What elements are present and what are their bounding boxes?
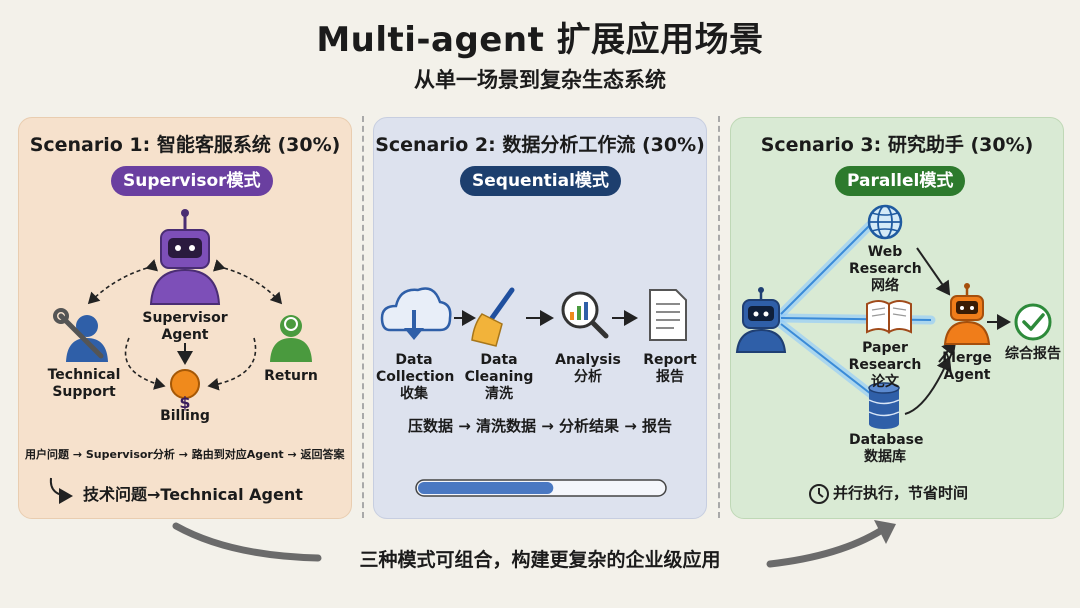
- step-data-cleaning-label: Data Cleaning 清洗: [464, 352, 534, 402]
- scenario-3-panel: Scenario 3: 研究助手 (30%) Parallel模式: [730, 117, 1064, 519]
- tech-billing-arrow: [124, 337, 166, 390]
- globe-icon: [867, 204, 903, 240]
- parallel-note: 并行执行，节省时间: [833, 484, 969, 502]
- technical-support-icon: [53, 308, 108, 362]
- scenario-1-title: Scenario 1: 智能客服系统 (30%): [29, 134, 341, 156]
- db-merge-arrow: [904, 356, 952, 415]
- scenario-1-panel: Scenario 1: 智能客服系统 (30%) Supervisor模式: [18, 117, 352, 519]
- supervisor-agent-label: Supervisor Agent: [142, 310, 228, 343]
- scenario-2-panel: Scenario 2: 数据分析工作流 (30%) Sequential模式: [373, 117, 707, 519]
- merge-agent-label: Merge Agent: [942, 350, 992, 383]
- return-agent-icon: [270, 315, 312, 362]
- supervisor-diagram: [49, 209, 312, 504]
- sequential-flow-text: 压数据 → 清洗数据 → 分析结果 → 报告: [407, 417, 673, 435]
- web-merge-arrow: [916, 247, 951, 296]
- footer-text: 三种模式可组合，构建更复杂的企业级应用: [359, 549, 721, 571]
- sequential-diagram: [380, 287, 687, 497]
- merge-agent-robot-icon: [943, 283, 991, 345]
- footer-left-swoosh: [172, 522, 322, 562]
- check-circle-icon: [1014, 303, 1052, 341]
- sequential-mode-badge: Sequential模式: [460, 166, 621, 196]
- cloud-download-icon: [380, 287, 452, 340]
- step-data-collection-label: Data Collection 收集: [376, 352, 455, 402]
- step-analysis-label: Analysis 分析: [555, 352, 621, 385]
- broom-icon: [471, 287, 515, 347]
- supervisor-example-text: 技术问题→Technical Agent: [83, 485, 303, 504]
- scenario-2-title: Scenario 2: 数据分析工作流 (30%): [375, 134, 705, 156]
- billing-symbol: $: [179, 393, 191, 412]
- billing-coin-icon: [170, 369, 200, 399]
- parallel-diagram: [735, 204, 1052, 504]
- web-research-label: Web Research 网络: [849, 244, 922, 294]
- technical-support-label: Technical Support: [47, 367, 121, 400]
- beam-database-core: [780, 323, 872, 395]
- progress-fill: [418, 482, 554, 494]
- page-subtitle: 从单一场景到复杂生态系统: [414, 68, 666, 92]
- scenario-3-title: Scenario 3: 研究助手 (30%): [760, 134, 1034, 156]
- panel-divider: [718, 116, 720, 518]
- coordinator-robot-icon: [735, 287, 787, 353]
- billing-label: Billing: [160, 408, 210, 424]
- book-icon: [866, 300, 912, 334]
- database-label: Database 数据库: [849, 432, 924, 465]
- beam-web-core: [780, 225, 870, 315]
- example-flow-arrow: [49, 477, 73, 504]
- clock-icon: [809, 484, 829, 504]
- analysis-magnifier-icon: [561, 291, 609, 339]
- footer-right-swoosh: [766, 526, 886, 568]
- page-title: Multi-agent 扩展应用场景: [316, 20, 764, 60]
- panel-divider: [362, 116, 364, 518]
- billing-return-arrow: [207, 337, 257, 391]
- paper-research-label: Paper Research 论文: [848, 340, 922, 390]
- report-document-icon: [649, 289, 687, 341]
- parallel-mode-badge: Parallel模式: [835, 166, 966, 196]
- return-label: Return: [264, 368, 318, 384]
- supervisor-flow-text: 用户问题 → Supervisor分析 → 路由到对应Agent → 返回答案: [25, 448, 345, 461]
- footer-arrow-head: [874, 520, 896, 544]
- result-report-label: 综合报告: [1005, 346, 1061, 362]
- supervisor-mode-badge: Supervisor模式: [111, 166, 273, 196]
- supervisor-robot-icon: [149, 209, 221, 305]
- database-icon: [868, 382, 900, 429]
- step-report-label: Report 报告: [643, 352, 697, 385]
